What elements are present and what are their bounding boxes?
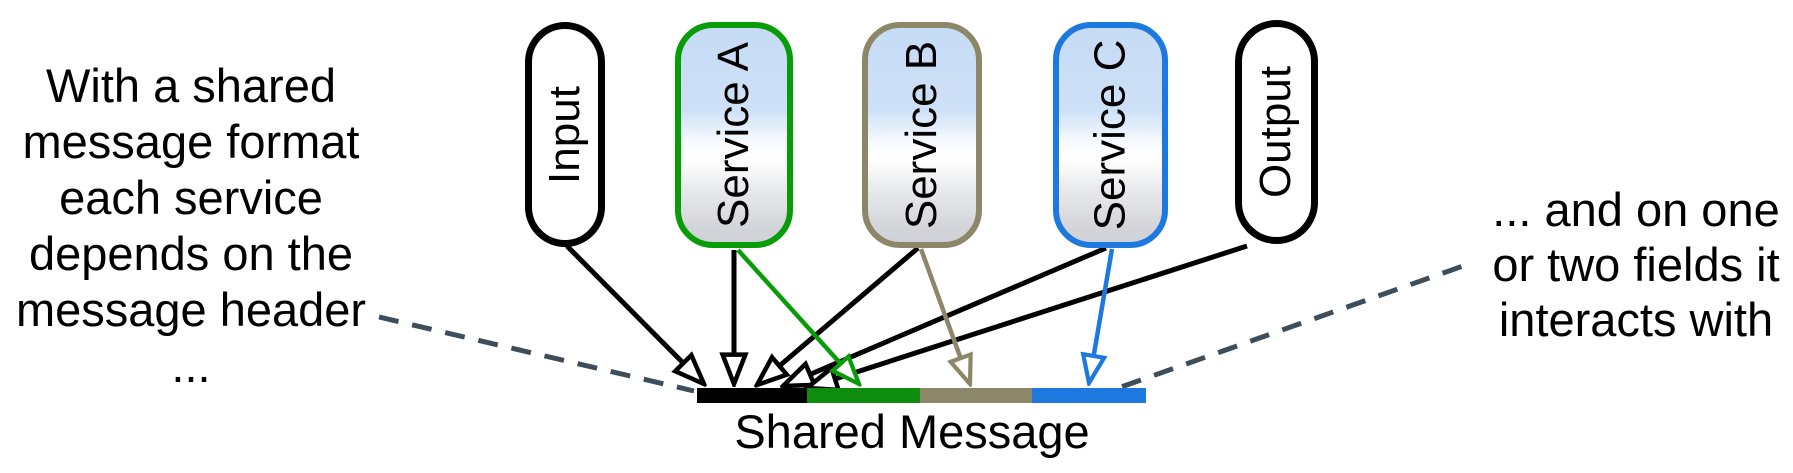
edge-output-header: [807, 243, 1248, 388]
left-annotation: With a shared message format each servic…: [15, 59, 367, 392]
edge-service-a-field: [736, 248, 859, 384]
shared-message-segment-header: [697, 388, 807, 403]
edge-input-header: [565, 244, 704, 384]
node-output: Output: [1235, 20, 1318, 244]
node-input-label: Input: [540, 85, 589, 184]
shared-message-segment-service-a: [807, 388, 920, 403]
edge-service-b-field: [918, 248, 970, 384]
shared-message-segment-service-c: [1032, 388, 1146, 403]
node-service-c-label: Service C: [1085, 39, 1135, 231]
node-input: Input: [525, 22, 605, 247]
node-service-c: Service C: [1053, 22, 1168, 248]
node-service-a: Service A: [675, 22, 793, 248]
callout-right-dash: [1089, 263, 1464, 401]
node-service-b-label: Service B: [897, 40, 947, 230]
node-service-a-label: Service A: [709, 42, 758, 228]
callout-left-dash: [378, 314, 695, 394]
node-service-b: Service B: [862, 22, 982, 248]
edge-service-c-field: [1089, 248, 1115, 383]
shared-message-segment-service-b: [920, 388, 1032, 403]
shared-message-label: Shared Message: [734, 405, 1090, 458]
node-output-label: Output: [1251, 65, 1301, 199]
right-annotation: ... and on one or two fields it interact…: [1492, 183, 1780, 346]
